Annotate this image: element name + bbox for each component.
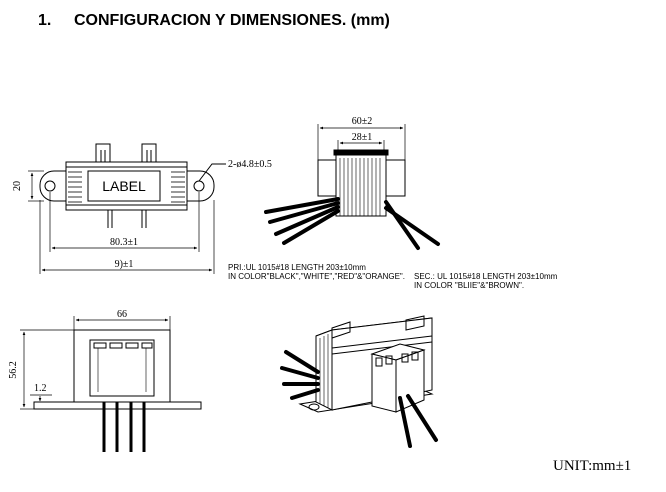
bottom-pins [102, 402, 146, 452]
side-lamination [339, 158, 381, 216]
front-view [28, 143, 226, 274]
overall-length-dimension: 9)±1 [115, 259, 134, 270]
bottom-width-dimension: 66 [117, 309, 127, 320]
mounting-hole-right [193, 180, 205, 192]
label-box [87, 170, 161, 202]
outer-width-dimension: 60±2 [352, 116, 373, 127]
side-clamp [333, 149, 389, 156]
section-number: 1. [38, 12, 52, 29]
iso-secondary-wires [398, 394, 438, 448]
hole-leader [198, 163, 226, 182]
top-terminal-left [95, 143, 111, 163]
section-title: CONFIGURACION Y DIMENSIONES. (mm) [74, 12, 390, 29]
top-terminal-right [141, 143, 157, 163]
side-view [264, 124, 440, 250]
plate-thickness-dimension: 1.2 [34, 383, 47, 394]
hole-note: 2-ø4.8±0.5 [228, 159, 272, 170]
secondary-note-line2: IN COLOR "BLIIE"&"BROWN". [414, 281, 524, 290]
bottom-coil [89, 339, 155, 397]
unit-note: UNIT:mm±1 [553, 458, 631, 474]
mounting-hole-left [44, 180, 56, 192]
height-dimension: 20 [12, 181, 23, 191]
side-core [335, 149, 387, 217]
secondary-note-line1: SEC.: UL 1015#18 LENGTH 203±10mm [414, 272, 558, 281]
label-text: LABEL [102, 178, 146, 194]
primary-wires [264, 197, 340, 245]
section-heading: 1. CONFIGURACION Y DIMENSIONES. (mm) [38, 12, 390, 30]
lamination-right [171, 171, 185, 203]
iso-primary-wires [280, 350, 320, 400]
primary-note-line1: PRI.:UL 1015#18 LENGTH 203±10mm [228, 263, 366, 272]
lamination-left [68, 171, 82, 203]
inner-width-dimension: 28±1 [352, 132, 373, 143]
hole-spacing-dimension: 80.3±1 [110, 237, 138, 248]
isometric-view [280, 315, 438, 448]
bottom-height-dimension: 56.2 [8, 361, 19, 379]
secondary-wires [384, 200, 440, 250]
bottom-view [20, 316, 202, 452]
primary-note-line2: IN COLOR"BLACK","WHITE","RED"&"ORANGE". [228, 272, 405, 281]
